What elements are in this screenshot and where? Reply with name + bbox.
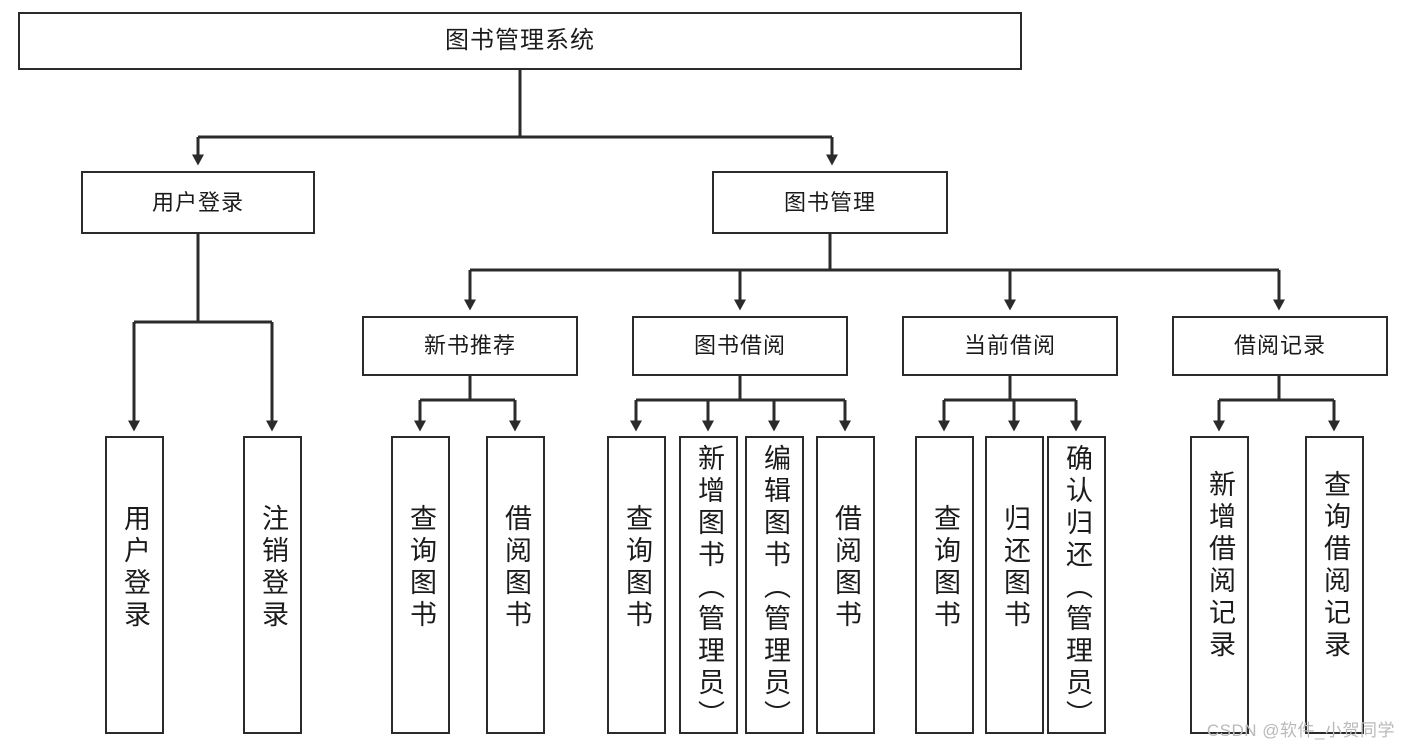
node-leaf-confirm-return[interactable]: 确认归还（管理员）: [1047, 436, 1106, 734]
node-label: 借阅图书: [501, 504, 531, 632]
node-leaf-add-record[interactable]: 新增借阅记录: [1190, 436, 1249, 734]
node-leaf-query-book-1[interactable]: 查询图书: [391, 436, 450, 734]
node-label: 查询借阅记录: [1320, 470, 1350, 662]
node-leaf-user-logout[interactable]: 注销登录: [243, 436, 302, 734]
node-label: 新增图书（管理员）: [694, 444, 724, 732]
node-label: 新书推荐: [423, 333, 516, 359]
node-label: 查询图书: [622, 504, 652, 632]
node-new-book-rec[interactable]: 新书推荐: [362, 316, 578, 376]
node-book-manage[interactable]: 图书管理: [712, 171, 948, 234]
node-leaf-user-login[interactable]: 用户登录: [105, 436, 164, 734]
node-leaf-query-book-3[interactable]: 查询图书: [915, 436, 974, 734]
node-leaf-return-book[interactable]: 归还图书: [985, 436, 1044, 734]
node-label: 归还图书: [1000, 504, 1030, 632]
node-label: 用户登录: [120, 504, 150, 632]
node-label: 注销登录: [258, 504, 288, 632]
node-leaf-borrow-book-2[interactable]: 借阅图书: [816, 436, 875, 734]
node-leaf-borrow-book-1[interactable]: 借阅图书: [486, 436, 545, 734]
node-label: 图书管理: [783, 189, 876, 215]
watermark-text: CSDN @软件_小贺同学: [1206, 721, 1395, 740]
node-label: 新增借阅记录: [1205, 470, 1235, 662]
node-label: 查询图书: [930, 504, 960, 632]
node-label: 图书借阅: [693, 333, 786, 359]
node-label: 当前借阅: [963, 333, 1056, 359]
node-label: 编辑图书（管理员）: [760, 444, 790, 732]
node-label: 借阅图书: [831, 504, 861, 632]
node-root-system[interactable]: 图书管理系统: [18, 12, 1022, 70]
node-current-borrow[interactable]: 当前借阅: [902, 316, 1118, 376]
node-leaf-query-book-2[interactable]: 查询图书: [607, 436, 666, 734]
node-leaf-edit-book[interactable]: 编辑图书（管理员）: [745, 436, 804, 734]
node-leaf-query-record[interactable]: 查询借阅记录: [1305, 436, 1364, 734]
node-label: 确认归还（管理员）: [1062, 444, 1092, 732]
node-label: 图书管理系统: [445, 26, 595, 54]
node-leaf-add-book[interactable]: 新增图书（管理员）: [679, 436, 738, 734]
node-borrow-record[interactable]: 借阅记录: [1172, 316, 1388, 376]
node-label: 借阅记录: [1233, 333, 1326, 359]
node-label: 查询图书: [406, 504, 436, 632]
node-book-borrow[interactable]: 图书借阅: [632, 316, 848, 376]
node-user-login[interactable]: 用户登录: [81, 171, 315, 234]
node-label: 用户登录: [151, 189, 244, 215]
